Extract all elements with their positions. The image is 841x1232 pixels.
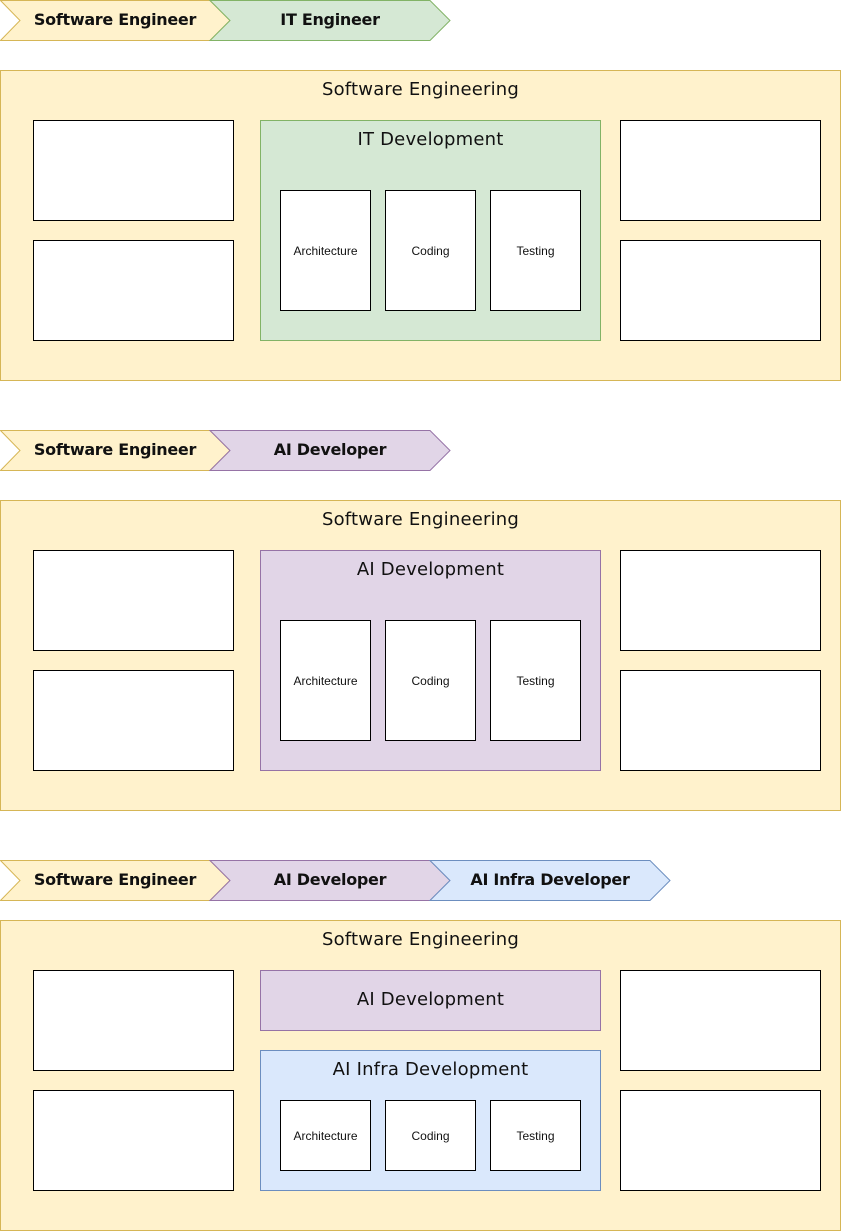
chevron-label: Software Engineer xyxy=(33,10,197,29)
focus-area-title: AI Development xyxy=(356,989,505,1010)
chevron-label: IT Engineer xyxy=(280,10,380,29)
card-coding: Coding xyxy=(385,190,476,311)
chevron-ai-developer xyxy=(208,430,451,471)
container-title: Software Engineering xyxy=(321,79,520,100)
blank-box xyxy=(33,970,234,1071)
chevron-label: Software Engineer xyxy=(33,870,197,889)
role-path-chevrons xyxy=(0,860,671,901)
card-coding: Coding xyxy=(385,1100,476,1171)
focus-area-title: IT Development xyxy=(357,129,504,150)
card-testing: Testing xyxy=(490,620,581,741)
blank-box xyxy=(33,1090,234,1191)
sub-focus-area-title: AI Infra Development xyxy=(332,1059,529,1080)
card-architecture: Architecture xyxy=(280,620,371,741)
chevron-label: AI Developer xyxy=(273,870,387,889)
blank-box xyxy=(620,120,821,221)
focus-area-box: AI Development xyxy=(260,970,601,1031)
container-title: Software Engineering xyxy=(321,509,520,530)
focus-area-title: AI Development xyxy=(356,559,505,580)
blank-box xyxy=(33,240,234,341)
role-path-chevrons xyxy=(0,0,451,41)
role-path-chevrons xyxy=(0,430,451,471)
chevron-label: AI Developer xyxy=(273,440,387,459)
chevron-ai-infra-developer xyxy=(428,860,671,901)
blank-box xyxy=(620,550,821,651)
blank-box xyxy=(33,670,234,771)
card-architecture: Architecture xyxy=(280,1100,371,1171)
card-testing: Testing xyxy=(490,190,581,311)
chevron-label: Software Engineer xyxy=(33,440,197,459)
blank-box xyxy=(620,1090,821,1191)
blank-box xyxy=(33,120,234,221)
container-title: Software Engineering xyxy=(321,929,520,950)
blank-box xyxy=(620,670,821,771)
blank-box xyxy=(33,550,234,651)
blank-box xyxy=(620,240,821,341)
blank-box xyxy=(620,970,821,1071)
card-testing: Testing xyxy=(490,1100,581,1171)
card-coding: Coding xyxy=(385,620,476,741)
card-architecture: Architecture xyxy=(280,190,371,311)
chevron-label: AI Infra Developer xyxy=(470,870,630,889)
chevron-it-engineer xyxy=(208,0,451,41)
